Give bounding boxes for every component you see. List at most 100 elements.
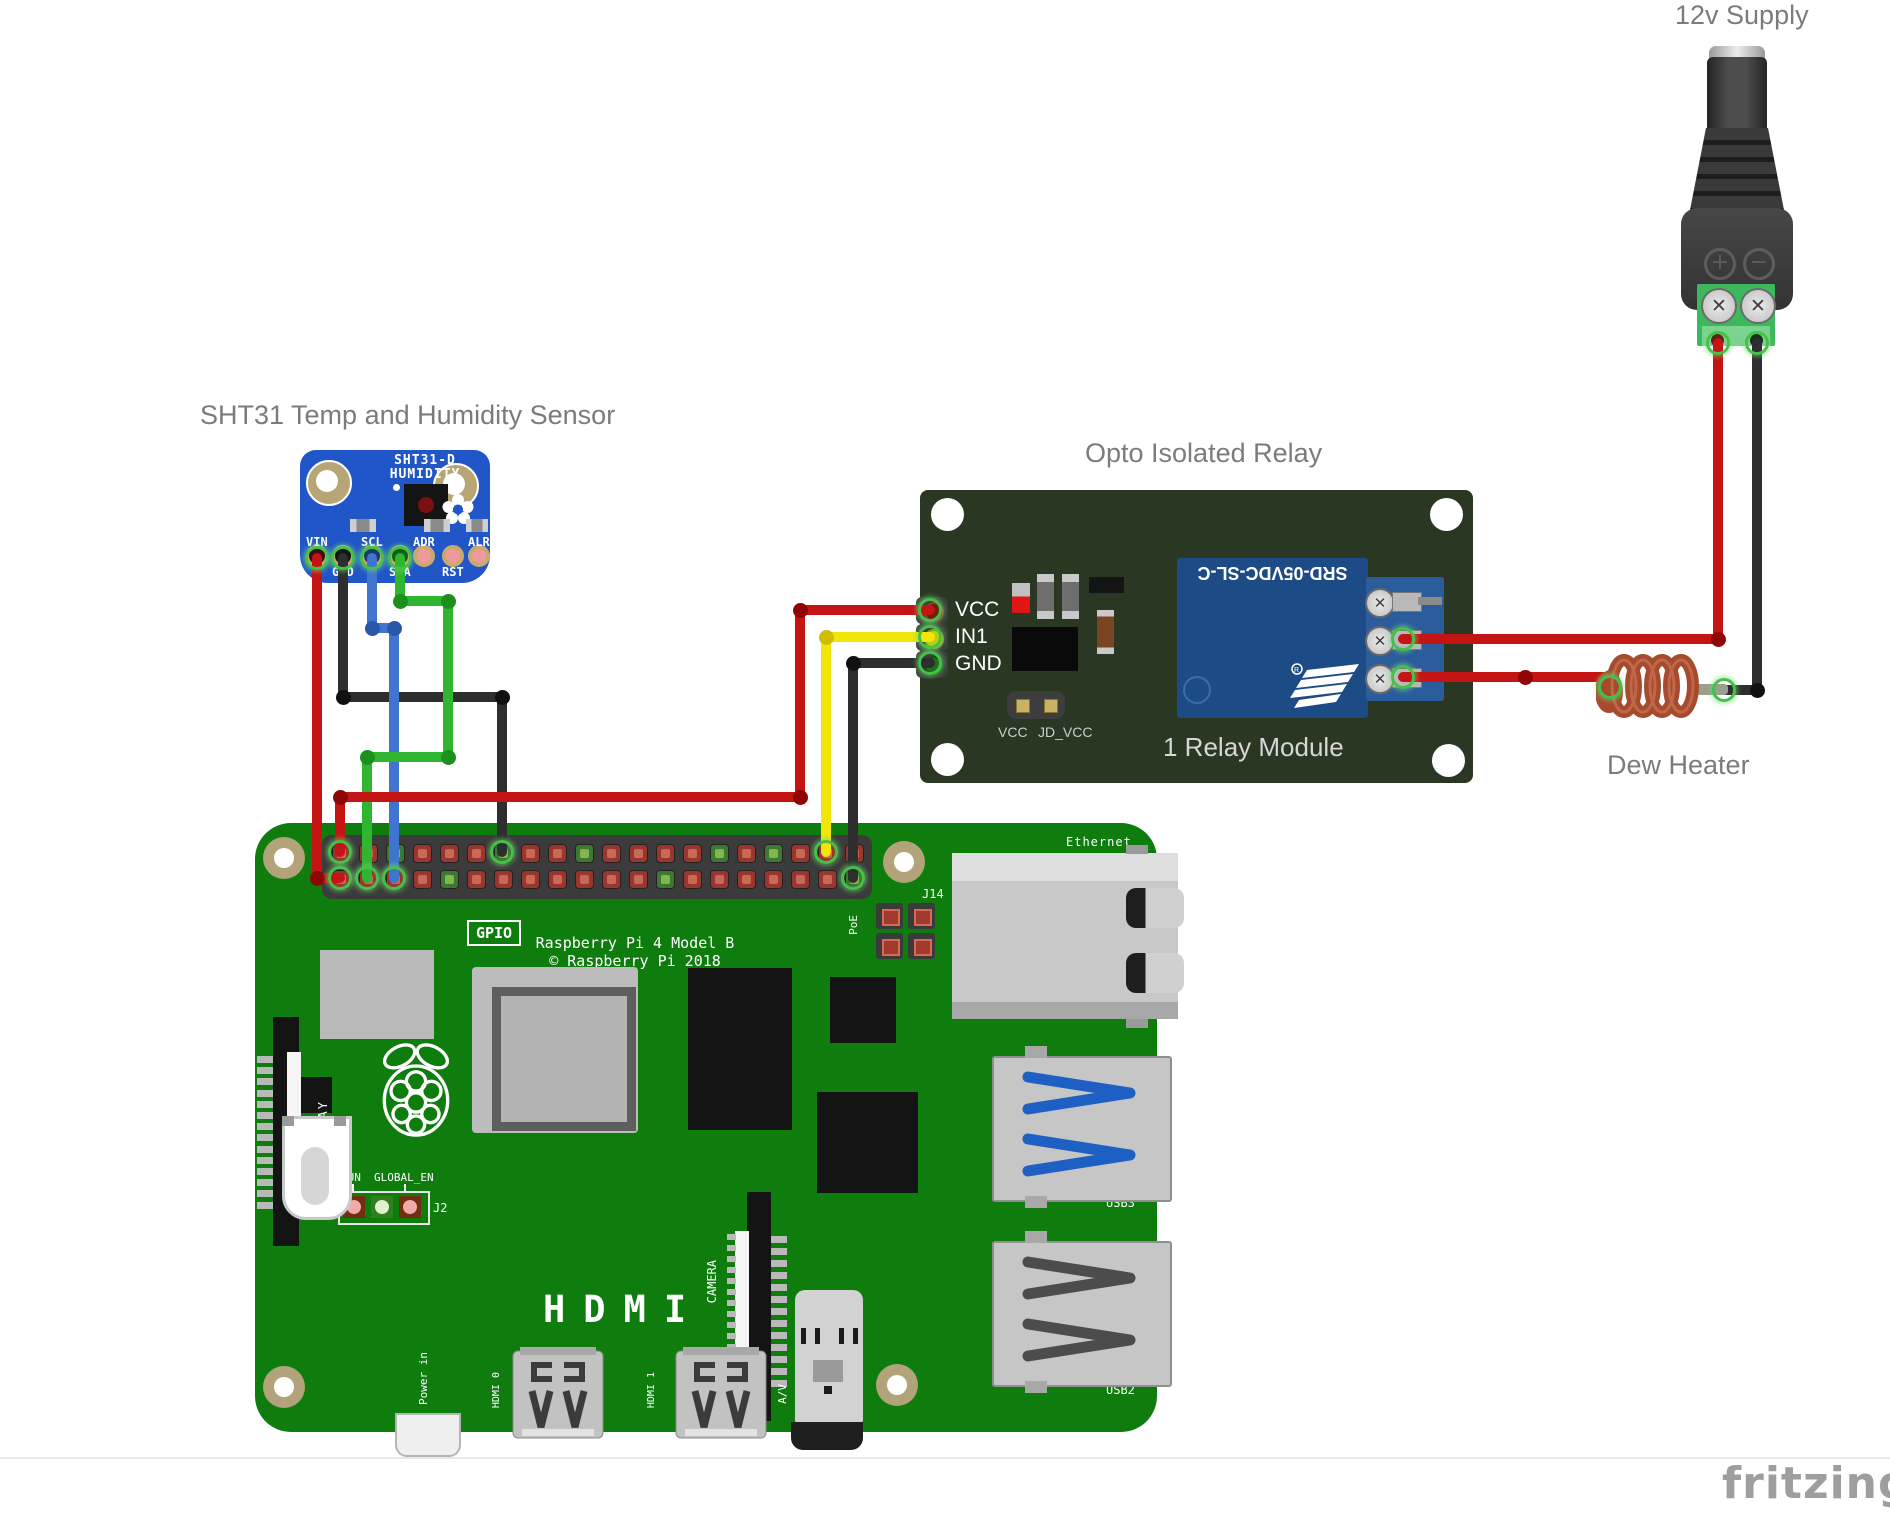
sht31-pin-label-scl: SCL [361, 535, 383, 549]
gpio-pin-center [606, 874, 616, 884]
camera-finger [727, 1289, 736, 1295]
hdmi-silk-label: HDMI [543, 1288, 705, 1331]
gpio-pin-top-17 [763, 843, 783, 863]
usb-connector-inner [301, 1147, 329, 1205]
sht31-pin-label-rst: RST [442, 565, 464, 579]
wire-relay-in1-to-pi-gpio-connection-ring [814, 840, 838, 864]
camera-finger [727, 1333, 736, 1339]
camera-finger [727, 1234, 736, 1240]
terminal-nc-stub [1418, 597, 1442, 605]
supply-screw: ✕ [1701, 288, 1737, 324]
ethernet-chip [817, 1092, 918, 1193]
wire-supply-plus-to-relay-segment [1398, 634, 1723, 644]
camera-ribbon-stripe [735, 1231, 749, 1383]
av-inner-dot [824, 1386, 832, 1394]
sht31-pin-label-vin: VIN [306, 535, 328, 549]
camera-finger [771, 1320, 787, 1327]
gpio-pin-center [525, 848, 535, 858]
wire-pi-5v-to-relay-vcc-segment [795, 605, 935, 615]
pi-mount-hole-center [894, 852, 914, 872]
small-chip [830, 977, 896, 1043]
display-finger [257, 1100, 273, 1108]
usb3-tab [1025, 1046, 1047, 1058]
usb3-tab [1025, 1196, 1047, 1208]
wire-relay-to-heater-connection-ring [1391, 665, 1415, 689]
supply-title: 12v Supply [1675, 0, 1809, 30]
display-finger [257, 1089, 273, 1097]
sht31-pin-hole-rst [442, 545, 464, 567]
gpio-pin-top-10 [574, 843, 594, 863]
wire-relay-gnd-to-pi-gnd-segment [848, 658, 858, 883]
relay-smd-chip [1089, 577, 1124, 593]
poe-pin [876, 903, 903, 929]
usb2-port [992, 1241, 1172, 1387]
av-inner-square [813, 1360, 843, 1382]
wire-relay-gnd-to-pi-gnd-connection-ring [918, 651, 942, 675]
hdmi1-port [675, 1347, 767, 1439]
wire-sht31-gnd-to-pi-gnd-connection-ring [331, 546, 355, 570]
wire-sht31-vin-to-pi-3v3-connection-ring [305, 546, 329, 570]
relay-jumper-header [1007, 691, 1065, 719]
gpio-pin-top-13 [655, 843, 675, 863]
usb3-port [992, 1056, 1172, 1202]
gpio-pin-center [714, 848, 724, 858]
poe-pin-center [914, 909, 932, 926]
gpio-pin-bottom-17 [763, 869, 783, 889]
av-pin [815, 1328, 820, 1344]
relay-mount-hole [931, 498, 964, 531]
gpio-pin-bottom-10 [574, 869, 594, 889]
j2-label: J2 [433, 1201, 448, 1215]
gpio-pin-center [579, 848, 589, 858]
gpio-pin-top-4 [412, 843, 432, 863]
relay-cube-circle [1183, 676, 1211, 704]
wire-sht31-scl-to-pi-scl-segment [367, 623, 399, 633]
camera-finger [727, 1245, 736, 1251]
gpio-pin-top-14 [682, 843, 702, 863]
gpio-pin-top-6 [466, 843, 486, 863]
jumper-pin [1044, 699, 1058, 713]
display-finger [257, 1078, 273, 1086]
wire-supply-plus-to-relay-bend [1710, 631, 1726, 647]
pi-silk-copyright: © Raspberry Pi 2018 [549, 952, 721, 970]
wire-sht31-sda-to-pi-sda-bend [440, 593, 456, 609]
wire-supply-minus-to-heater-segment [1719, 685, 1762, 695]
sht31-chip-window [418, 497, 434, 513]
gpio-pin-center [579, 874, 589, 884]
sht31-silk-line2: HUMIDITY [389, 467, 461, 482]
svg-text:R: R [1294, 667, 1299, 674]
gpio-pin-center [498, 874, 508, 884]
usb2-tongues [1022, 1256, 1136, 1362]
wire-supply-minus-to-heater-connection-ring [1745, 331, 1769, 355]
global-en-tick [404, 1184, 406, 1192]
gpio-pin-top-11 [601, 843, 621, 863]
poe-pin [908, 903, 935, 929]
relay-led [1012, 583, 1030, 613]
sht31-pin-hole-adr [413, 545, 435, 567]
wire-sht31-vin-to-pi-3v3-bend [309, 870, 325, 886]
relay-vcc-label: VCC [955, 598, 1000, 621]
plus-symbol: + [1704, 248, 1736, 280]
gpio-pin-top-15 [709, 843, 729, 863]
camera-finger [727, 1322, 736, 1328]
pi-mount-hole-center [274, 1377, 294, 1397]
gpio-pin-top-12 [628, 843, 648, 863]
j2-pin-hole [403, 1200, 417, 1214]
usb2-label: USB2 [1106, 1383, 1135, 1397]
gpio-pin-bottom-15 [709, 869, 729, 889]
jumper-vcc-label: VCC [998, 724, 1028, 740]
gpio-pin-center [795, 848, 805, 858]
wire-sht31-gnd-to-pi-gnd-bend [335, 689, 351, 705]
gpio-pin-top-5 [439, 843, 459, 863]
wire-supply-plus-to-relay-connection-ring [1706, 331, 1730, 355]
usb-c-power-port [395, 1413, 461, 1457]
usb3-tongues [1022, 1071, 1136, 1177]
wire-relay-to-heater-segment [1398, 672, 1530, 682]
camera-finger [771, 1236, 787, 1243]
gpio-silk-label: GPIO [467, 920, 521, 946]
gpio-pin-top-9 [547, 843, 567, 863]
gpio-pin-center [525, 874, 535, 884]
wire-sht31-sda-to-pi-sda-segment [395, 596, 453, 606]
wire-relay-gnd-to-pi-gnd-segment [848, 658, 935, 668]
wire-pi-5v-to-relay-vcc-segment [335, 792, 345, 857]
